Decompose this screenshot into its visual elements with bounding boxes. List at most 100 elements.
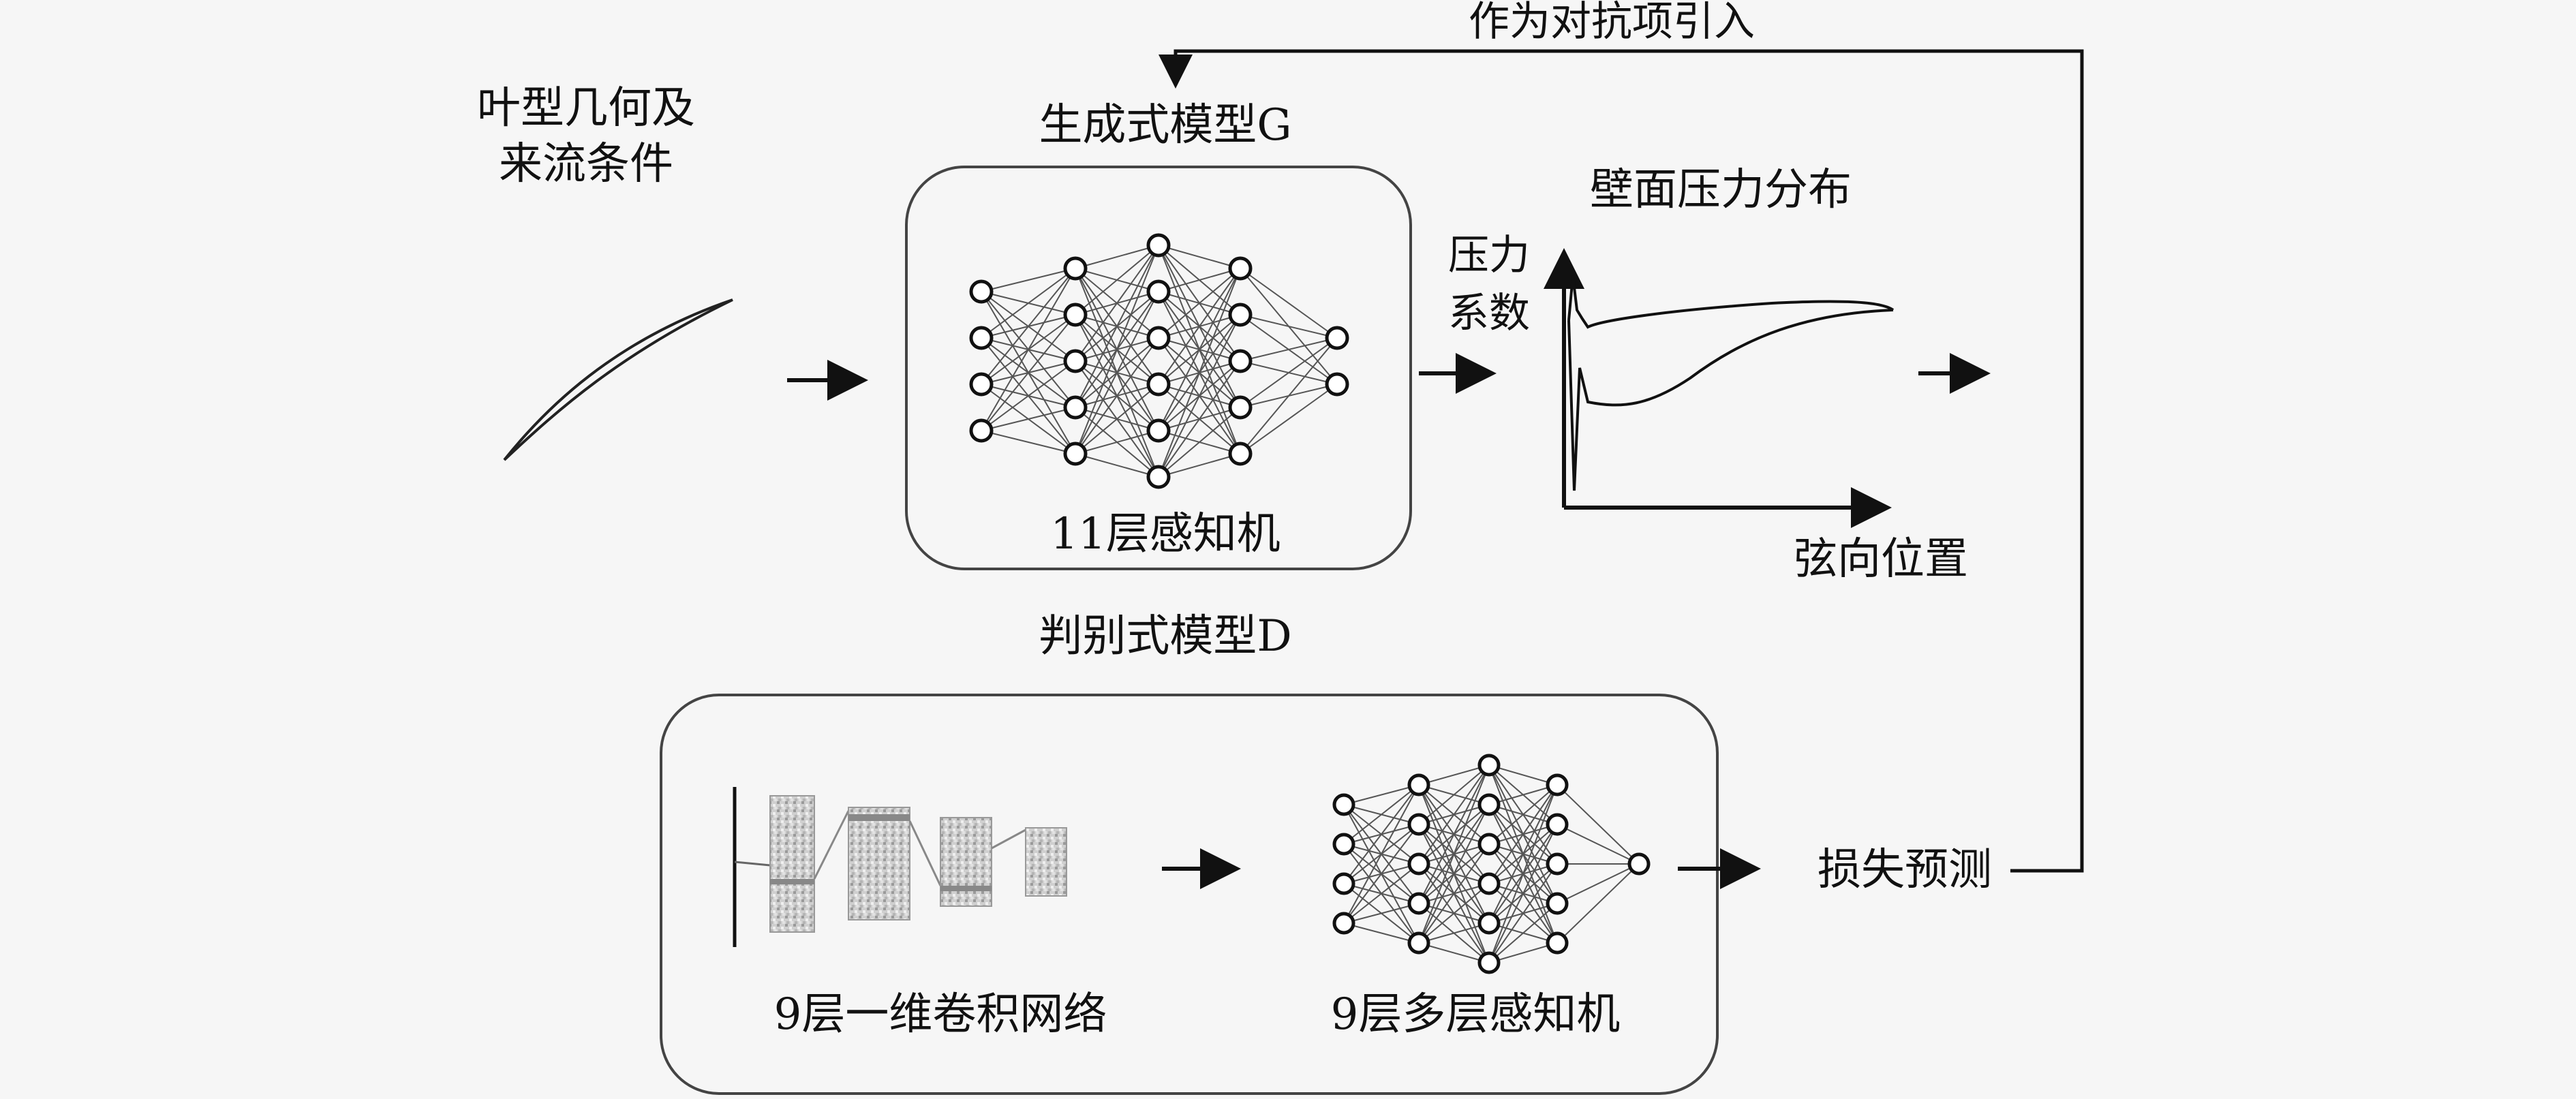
generator-neuron-connection <box>1158 360 1241 478</box>
discriminator-neuron-node <box>1477 872 1501 895</box>
generator-neuron-node <box>1228 442 1253 466</box>
input-label-line1: 叶型几何及 <box>477 83 695 134</box>
generator-neuron-node <box>1146 418 1171 443</box>
generator-neuron-connection <box>1240 314 1338 339</box>
x-axis-label: 弦向位置 <box>1794 534 1968 585</box>
generator-neuron-node <box>1146 372 1171 397</box>
discriminator-neuron-connection <box>1418 764 1490 786</box>
discriminator-neuron-connection <box>1488 942 1558 963</box>
discriminator-neuron-node <box>1332 793 1355 816</box>
discriminator-neuron-node <box>1407 892 1430 915</box>
discriminator-neuron-node <box>1407 931 1430 955</box>
discriminator-neuron-node <box>1546 852 1569 876</box>
generator-neuron-node <box>1146 326 1171 350</box>
generator-neuron-connection <box>1158 268 1241 385</box>
discriminator-neuron-node <box>1332 872 1355 895</box>
generator-neuron-node <box>1146 465 1171 489</box>
generator-neuron-connection <box>1240 337 1338 362</box>
discriminator-neuron-connection <box>1418 764 1490 825</box>
cnn-visualization <box>733 787 1067 947</box>
discriminator-neuron-node <box>1627 852 1651 876</box>
discriminator-neuron-node <box>1477 833 1501 856</box>
generator-neuron-connection <box>1240 337 1338 408</box>
generator-neuron-node <box>1228 395 1253 420</box>
discriminator-neuron-connection <box>1488 863 1558 963</box>
generator-neuron-connection <box>1075 430 1159 454</box>
generator-neuron-connection <box>1075 245 1159 454</box>
feedback-label: 作为对抗项引入 <box>1469 0 1755 46</box>
generator-neuron-connection <box>1240 268 1338 339</box>
generator-neuron-connection <box>1075 245 1159 362</box>
discriminator-neuron-connection <box>1557 824 1640 865</box>
generator-neuron-connection <box>981 407 1076 431</box>
generator-neuron-connection <box>1158 268 1241 478</box>
discriminator-network <box>1332 754 1651 974</box>
discriminator-neuron-node <box>1477 951 1501 974</box>
discriminator-neuron-node <box>1546 931 1569 955</box>
discriminator-neuron-node <box>1546 773 1569 796</box>
generator-neuron-connection <box>1158 268 1241 339</box>
discriminator-neuron-node <box>1546 892 1569 915</box>
discriminator-neuron-connection <box>1343 824 1420 924</box>
generator-caption: 11层感知机 <box>1050 509 1280 559</box>
generator-neuron-node <box>1063 442 1088 466</box>
generator-neuron-connection <box>981 268 1076 431</box>
generator-neuron-connection <box>1240 384 1338 454</box>
generator-neuron-connection <box>1075 291 1159 454</box>
discriminator-neuron-connection <box>1488 903 1558 963</box>
cnn-layer-4 <box>1025 827 1067 897</box>
generator-neuron-connection <box>1158 268 1241 431</box>
generator-neuron-node <box>1146 279 1171 304</box>
discriminator-neuron-connection <box>1418 942 1490 963</box>
discriminator-neuron-connection <box>1343 923 1420 944</box>
generator-neuron-node <box>1063 256 1088 281</box>
generator-neuron-connection <box>981 360 1076 431</box>
discriminator-neuron-connection <box>1418 923 1490 944</box>
y-axis-label-line1: 压力 <box>1448 232 1530 279</box>
generator-neuron-connection <box>1075 245 1159 408</box>
discriminator-neuron-node <box>1477 912 1501 935</box>
discriminator-neuron-connection <box>1488 784 1558 924</box>
generator-neuron-node <box>1146 233 1171 258</box>
discriminator-neuron-node <box>1407 773 1430 796</box>
generator-neuron-connection <box>981 430 1076 454</box>
generator-title: 生成式模型G <box>1039 100 1291 151</box>
discriminator-neuron-connection <box>1557 863 1640 904</box>
cnn-layer-3 <box>940 817 992 907</box>
generator-neuron-node <box>1228 256 1253 281</box>
discriminator-neuron-connection <box>1343 784 1420 845</box>
discriminator-neuron-connection <box>1488 784 1558 963</box>
cnn-layer-2 <box>848 807 910 920</box>
blade-profile-icon <box>503 298 733 461</box>
generator-neuron-connection <box>1075 337 1159 454</box>
generator-neuron-connection <box>981 268 1076 339</box>
generator-neuron-node <box>1063 303 1088 327</box>
y-axis-label-line2: 系数 <box>1448 290 1530 337</box>
discriminator-title: 判别式模型D <box>1039 611 1291 662</box>
generator-neuron-node <box>1063 395 1088 420</box>
generator-neuron-connection <box>1158 314 1241 478</box>
discriminator-box <box>660 694 1719 1095</box>
discriminator-neuron-node <box>1477 754 1501 777</box>
discriminator-neuron-connection <box>1488 784 1558 805</box>
discriminator-neuron-node <box>1477 793 1501 816</box>
discriminator-neuron-connection <box>1418 804 1490 944</box>
discriminator-neuron-connection <box>1488 824 1558 963</box>
discriminator-neuron-connection <box>1488 784 1558 884</box>
generator-neuron-node <box>1063 349 1088 373</box>
discriminator-neuron-connection <box>1418 843 1490 944</box>
discriminator-neuron-node <box>1407 813 1430 836</box>
discriminator-neuron-connection <box>1343 863 1420 924</box>
generator-neuron-connection <box>1075 245 1159 315</box>
generator-neuron-connection <box>1158 407 1241 478</box>
discriminator-neuron-connection <box>1418 764 1490 944</box>
discriminator-neuron-connection <box>1418 764 1490 865</box>
input-label-line2: 来流条件 <box>499 139 673 189</box>
discriminator-neuron-node <box>1332 912 1355 935</box>
generator-neuron-connection <box>1158 245 1241 269</box>
cnn-layer-1 <box>769 795 815 933</box>
generator-neuron-node <box>1325 326 1349 350</box>
discriminator-neuron-connection <box>1557 863 1640 944</box>
